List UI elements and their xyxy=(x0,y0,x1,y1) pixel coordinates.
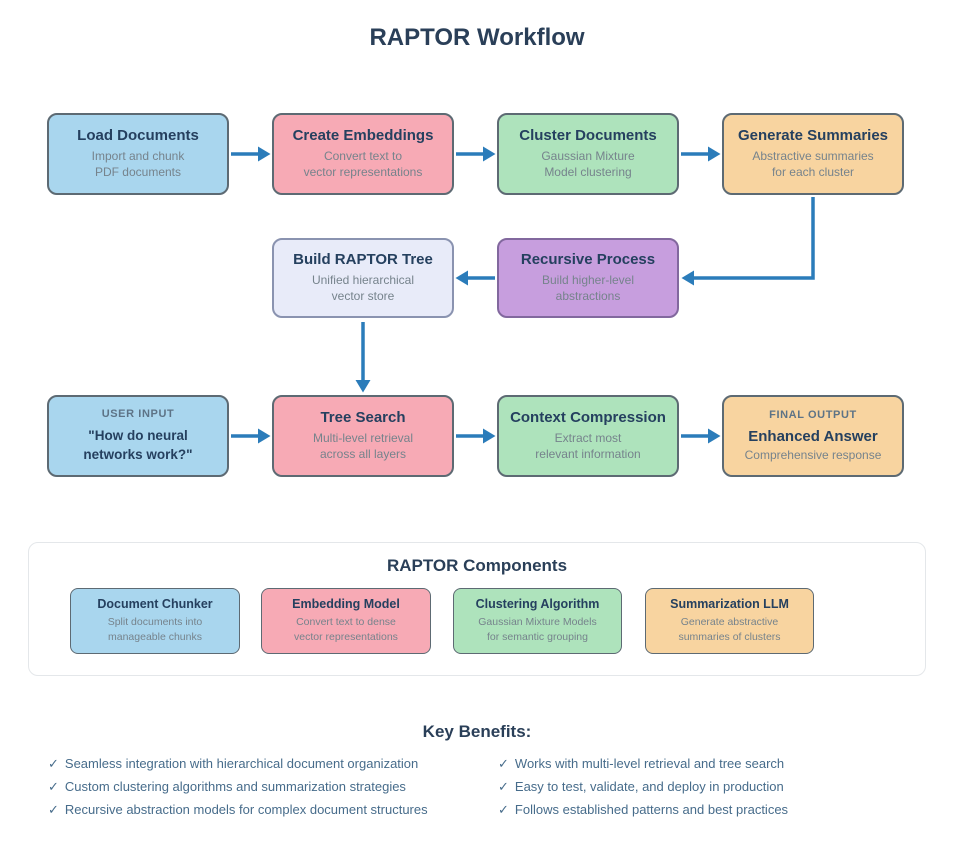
check-icon: ✓ xyxy=(498,756,509,771)
node-load-documents: Load Documents Import and chunk PDF docu… xyxy=(47,113,229,195)
node-generate-summaries: Generate Summaries Abstractive summaries… xyxy=(722,113,904,195)
node-cluster-documents: Cluster Documents Gaussian Mixture Model… xyxy=(497,113,679,195)
component-subtitle: Split documents into manageable chunks xyxy=(107,616,203,643)
node-final-output: FINAL OUTPUT Enhanced Answer Comprehensi… xyxy=(722,395,904,477)
node-title: Load Documents xyxy=(77,127,199,145)
node-title: Tree Search xyxy=(320,409,406,427)
node-subtitle: Comprehensive response xyxy=(744,447,882,462)
benefit-item: ✓ Seamless integration with hierarchical … xyxy=(48,752,488,775)
check-icon: ✓ xyxy=(48,756,59,771)
node-title: Recursive Process xyxy=(520,251,656,269)
node-subtitle: Extract most relevant information xyxy=(535,431,641,461)
node-subtitle: Abstractive summaries for each cluster xyxy=(752,149,874,179)
node-quote: "How do neural networks work?" xyxy=(83,428,193,462)
node-context-compression: Context Compression Extract most relevan… xyxy=(497,395,679,477)
component-subtitle: Gaussian Mixture Models for semantic gro… xyxy=(478,616,597,643)
benefit-text: Recursive abstraction models for complex… xyxy=(64,802,428,817)
node-user-input: USER INPUT "How do neural networks work?… xyxy=(47,395,229,477)
node-build-raptor-tree: Build RAPTOR Tree Unified hierarchical v… xyxy=(272,238,454,318)
arrow-load-to-embeddings xyxy=(231,146,271,162)
benefit-text: Works with multi-level retrieval and tre… xyxy=(514,756,785,771)
node-subtitle: Import and chunk PDF documents xyxy=(91,149,185,179)
arrow-buildtree-to-treesearch xyxy=(355,322,371,393)
node-subtitle: Multi-level retrieval across all layers xyxy=(312,431,414,461)
arrow-userinput-to-treesearch xyxy=(231,428,271,444)
benefit-item: ✓ Recursive abstraction models for comple… xyxy=(48,798,488,821)
benefit-item: ✓ Easy to test, validate, and deploy in p… xyxy=(498,775,928,798)
node-label: FINAL OUTPUT xyxy=(769,408,857,421)
check-icon: ✓ xyxy=(48,779,59,794)
arrow-treesearch-to-compression xyxy=(456,428,496,444)
node-title: Cluster Documents xyxy=(519,127,657,145)
node-label: USER INPUT xyxy=(101,408,175,421)
node-recursive-process: Recursive Process Build higher-level abs… xyxy=(497,238,679,318)
node-tree-search: Tree Search Multi-level retrieval across… xyxy=(272,395,454,477)
benefit-text: Custom clustering algorithms and summari… xyxy=(64,779,406,794)
arrow-cluster-to-summaries xyxy=(681,146,721,162)
component-subtitle: Convert text to dense vector representat… xyxy=(294,616,398,643)
arrow-embeddings-to-cluster xyxy=(456,146,496,162)
node-title: Build RAPTOR Tree xyxy=(293,251,433,269)
benefits-title: Key Benefits: xyxy=(422,722,532,741)
check-icon: ✓ xyxy=(498,802,509,817)
node-title: Generate Summaries xyxy=(737,127,889,145)
components-title: RAPTOR Components xyxy=(386,556,568,575)
node-title: Context Compression xyxy=(510,409,666,427)
benefit-text: Easy to test, validate, and deploy in pr… xyxy=(514,779,784,794)
node-subtitle: Build higher-level abstractions xyxy=(541,273,635,303)
arrow-recursive-to-buildtree xyxy=(455,270,495,286)
component-subtitle: Generate abstractive summaries of cluste… xyxy=(678,616,781,643)
node-title: Create Embeddings xyxy=(292,127,434,145)
benefit-text: Seamless integration with hierarchical d… xyxy=(64,756,419,771)
page-title: RAPTOR Workflow xyxy=(369,24,585,51)
benefit-item: ✓ Custom clustering algorithms and summar… xyxy=(48,775,488,798)
component-title: Clustering Algorithm xyxy=(475,597,600,612)
arrow-summaries-to-recursive xyxy=(681,197,815,286)
component-document-chunker: Document Chunker Split documents into ma… xyxy=(70,588,240,654)
benefits-left-column: ✓ Seamless integration with hierarchical … xyxy=(48,752,488,821)
benefits-right-column: ✓ Works with multi-level retrieval and tr… xyxy=(498,752,928,821)
check-icon: ✓ xyxy=(498,779,509,794)
benefit-text: Follows established patterns and best pr… xyxy=(514,802,789,817)
component-title: Embedding Model xyxy=(292,597,400,612)
component-embedding-model: Embedding Model Convert text to dense ve… xyxy=(261,588,431,654)
node-title: Enhanced Answer xyxy=(748,427,878,445)
node-subtitle: Gaussian Mixture Model clustering xyxy=(541,149,635,179)
node-subtitle: Unified hierarchical vector store xyxy=(311,273,415,303)
component-title: Document Chunker xyxy=(97,597,213,612)
benefit-item: ✓ Follows established patterns and best p… xyxy=(498,798,928,821)
component-summarization-llm: Summarization LLM Generate abstractive s… xyxy=(645,588,814,654)
component-title: Summarization LLM xyxy=(670,597,789,612)
component-clustering-algorithm: Clustering Algorithm Gaussian Mixture Mo… xyxy=(453,588,622,654)
arrow-compression-to-output xyxy=(681,428,721,444)
benefit-item: ✓ Works with multi-level retrieval and tr… xyxy=(498,752,928,775)
node-subtitle: Convert text to vector representations xyxy=(303,149,423,179)
node-create-embeddings: Create Embeddings Convert text to vector… xyxy=(272,113,454,195)
check-icon: ✓ xyxy=(48,802,59,817)
